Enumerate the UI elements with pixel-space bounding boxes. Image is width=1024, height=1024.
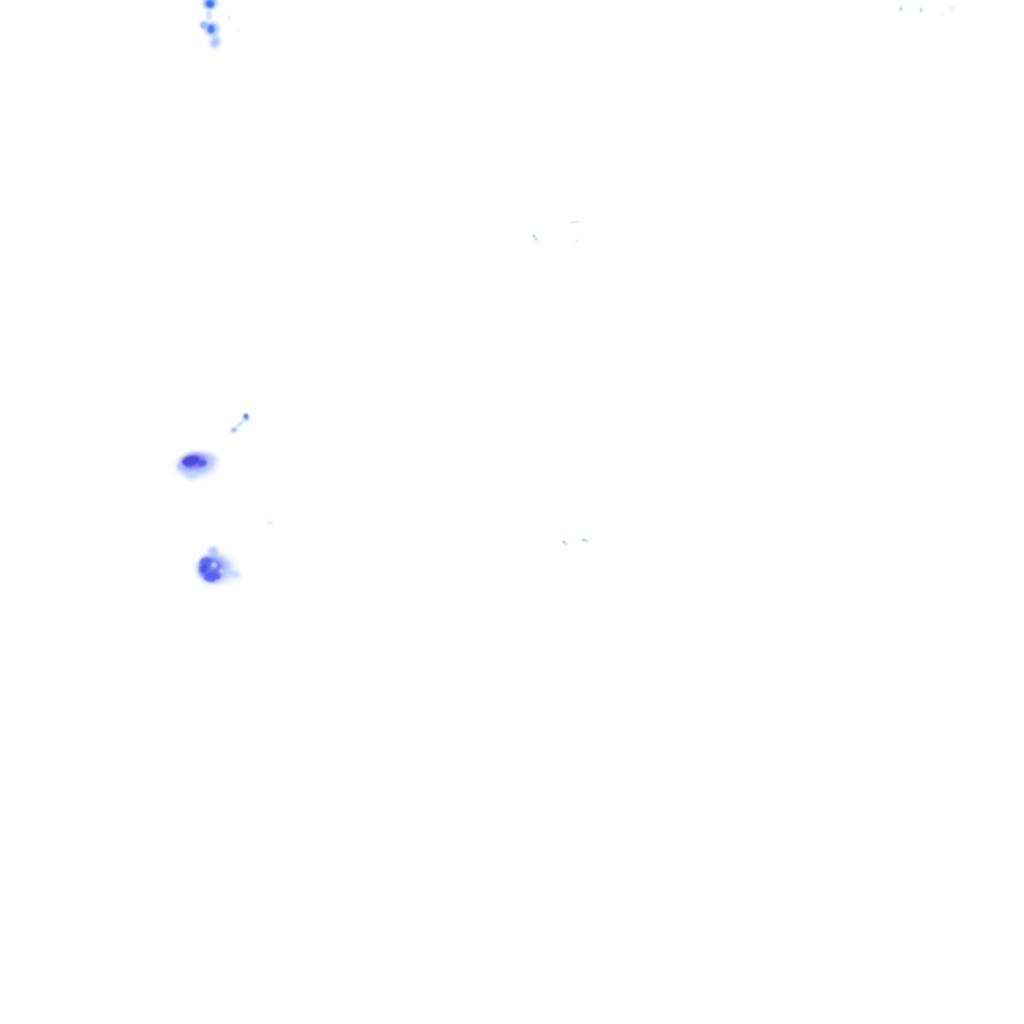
echo-part	[575, 239, 579, 243]
echo-part	[177, 463, 185, 471]
echo-part	[899, 7, 903, 11]
echo-part	[562, 540, 566, 544]
echo-part	[207, 24, 215, 34]
echo-part	[185, 470, 197, 480]
echo-part	[200, 565, 208, 573]
echo-part	[235, 420, 245, 428]
echo-part	[570, 220, 580, 224]
echo-part	[214, 579, 220, 583]
echo-part	[236, 28, 240, 32]
echo-part	[940, 13, 944, 17]
echo-part	[197, 459, 207, 467]
echo-part	[919, 7, 923, 13]
echo-chain-north	[200, 0, 240, 48]
echo-part	[582, 538, 586, 542]
echo-part	[534, 237, 538, 241]
specks-northeast	[899, 6, 954, 17]
echo-part	[204, 454, 216, 464]
echo-part	[219, 568, 225, 574]
specks-center-north	[532, 220, 580, 244]
echo-part	[585, 539, 589, 543]
echo-west	[176, 451, 218, 480]
specks-mid-center	[562, 538, 589, 546]
echo-part	[208, 547, 218, 555]
echo-part	[227, 16, 231, 20]
echo-part	[564, 542, 568, 546]
echo-part	[206, 0, 214, 8]
speck-mid-west	[267, 521, 273, 525]
echo-part	[532, 234, 536, 238]
echo-part	[182, 455, 200, 467]
echo-part	[210, 36, 220, 48]
echo-south	[196, 547, 241, 586]
echo-part	[200, 557, 212, 567]
echo-part	[230, 427, 238, 433]
echo-part	[225, 570, 241, 578]
echo-part	[206, 10, 212, 20]
echo-part	[267, 521, 273, 525]
streak-comma-west	[230, 413, 250, 433]
echo-part	[244, 414, 248, 418]
echo-part	[211, 562, 217, 568]
echo-part	[536, 240, 540, 244]
echo-part	[950, 6, 954, 10]
